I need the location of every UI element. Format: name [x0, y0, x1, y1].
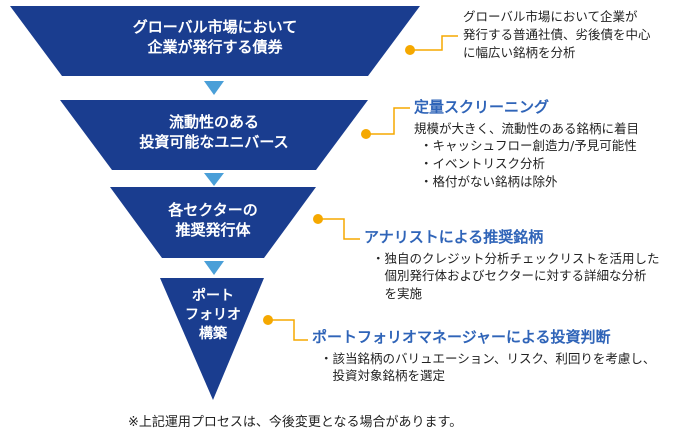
connector-3 [313, 214, 360, 240]
connector-4 [263, 315, 308, 341]
annotation-3: アナリストによる推奨銘柄 ・独自のクレジット分析チェックリストを活用した 個別発… [364, 228, 686, 303]
annotation-3-line: 個別発行体およびセクターに対する詳細な分析 [372, 268, 647, 284]
stage-3-shape [110, 187, 316, 258]
annotation-1-line: 発行する普通社債、劣後債を中心 [463, 26, 651, 42]
annotation-3-line: を実施 [372, 286, 423, 301]
annotation-2-title: 定量スクリーニング [414, 98, 550, 116]
annotation-2-line: ・キャッシュフロー創造力/予見可能性 [420, 138, 637, 154]
annotation-2-line: ・格付がない銘柄は除外 [420, 173, 558, 189]
annotation-1: グローバル市場において企業が 発行する普通社債、劣後債を中心 に幅広い銘柄を分析 [463, 8, 685, 61]
annotation-2: 定量スクリーニング 規模が大きく、流動性のある銘柄に着目 ・キャッシュフロー創造… [414, 98, 684, 191]
stage-1-shape [10, 6, 420, 76]
annotation-2-line: ・イベントリスク分析 [420, 156, 546, 171]
stage-3-line-2: 推奨発行体 [175, 220, 251, 239]
annotation-4: ポートフォリオマネージャーによる投資判断 ・該当銘柄のバリュエーション、リスク、… [312, 328, 688, 385]
stage-2-shape [60, 100, 368, 170]
annotation-4-title: ポートフォリオマネージャーによる投資判断 [312, 328, 611, 346]
footnote: ※上記運用プロセスは、今後変更となる場合があります。 [128, 415, 463, 430]
stage-3-line-1: 各セクターの [168, 201, 258, 219]
down-arrow-icon [204, 81, 224, 95]
stage-1-line-1: グローバル市場において [132, 18, 298, 36]
annotation-2-line: 規模が大きく、流動性のある銘柄に着目 [414, 120, 640, 136]
down-arrow-icon [204, 173, 224, 186]
stage-4-line-2: フォリオ [185, 306, 241, 323]
stage-4-label: ポート フォリオ 構築 [168, 287, 258, 344]
stage-4-line-1: ポート [192, 288, 234, 304]
stage-2-line-1: 流動性のある [168, 113, 259, 131]
annotation-4-line: 投資対象銘柄を選定 [320, 368, 446, 384]
annotation-1-line: に幅広い銘柄を分析 [463, 44, 576, 60]
stage-1-label: グローバル市場において 企業が発行する債券 [90, 18, 340, 57]
annotation-3-title: アナリストによる推奨銘柄 [364, 228, 544, 246]
stage-3-label: 各セクターの 推奨発行体 [148, 201, 278, 240]
annotation-4-line: ・該当銘柄のバリュエーション、リスク、利回りを考慮し、 [320, 350, 656, 366]
annotation-3-line: ・独自のクレジット分析チェックリストを活用した [372, 250, 660, 266]
stage-4-shape [160, 278, 264, 400]
stage-2-line-2: 投資可能なユニバース [139, 132, 289, 151]
stage-4-line-3: 構築 [199, 325, 227, 342]
down-arrow-icon [204, 261, 224, 275]
stage-2-label: 流動性のある 投資可能なユニバース [114, 113, 314, 152]
connector-2 [361, 107, 410, 139]
annotation-1-line: グローバル市場において企業が [463, 9, 638, 24]
stage-1-line-2: 企業が発行する債券 [147, 37, 283, 56]
connector-1 [405, 35, 458, 55]
